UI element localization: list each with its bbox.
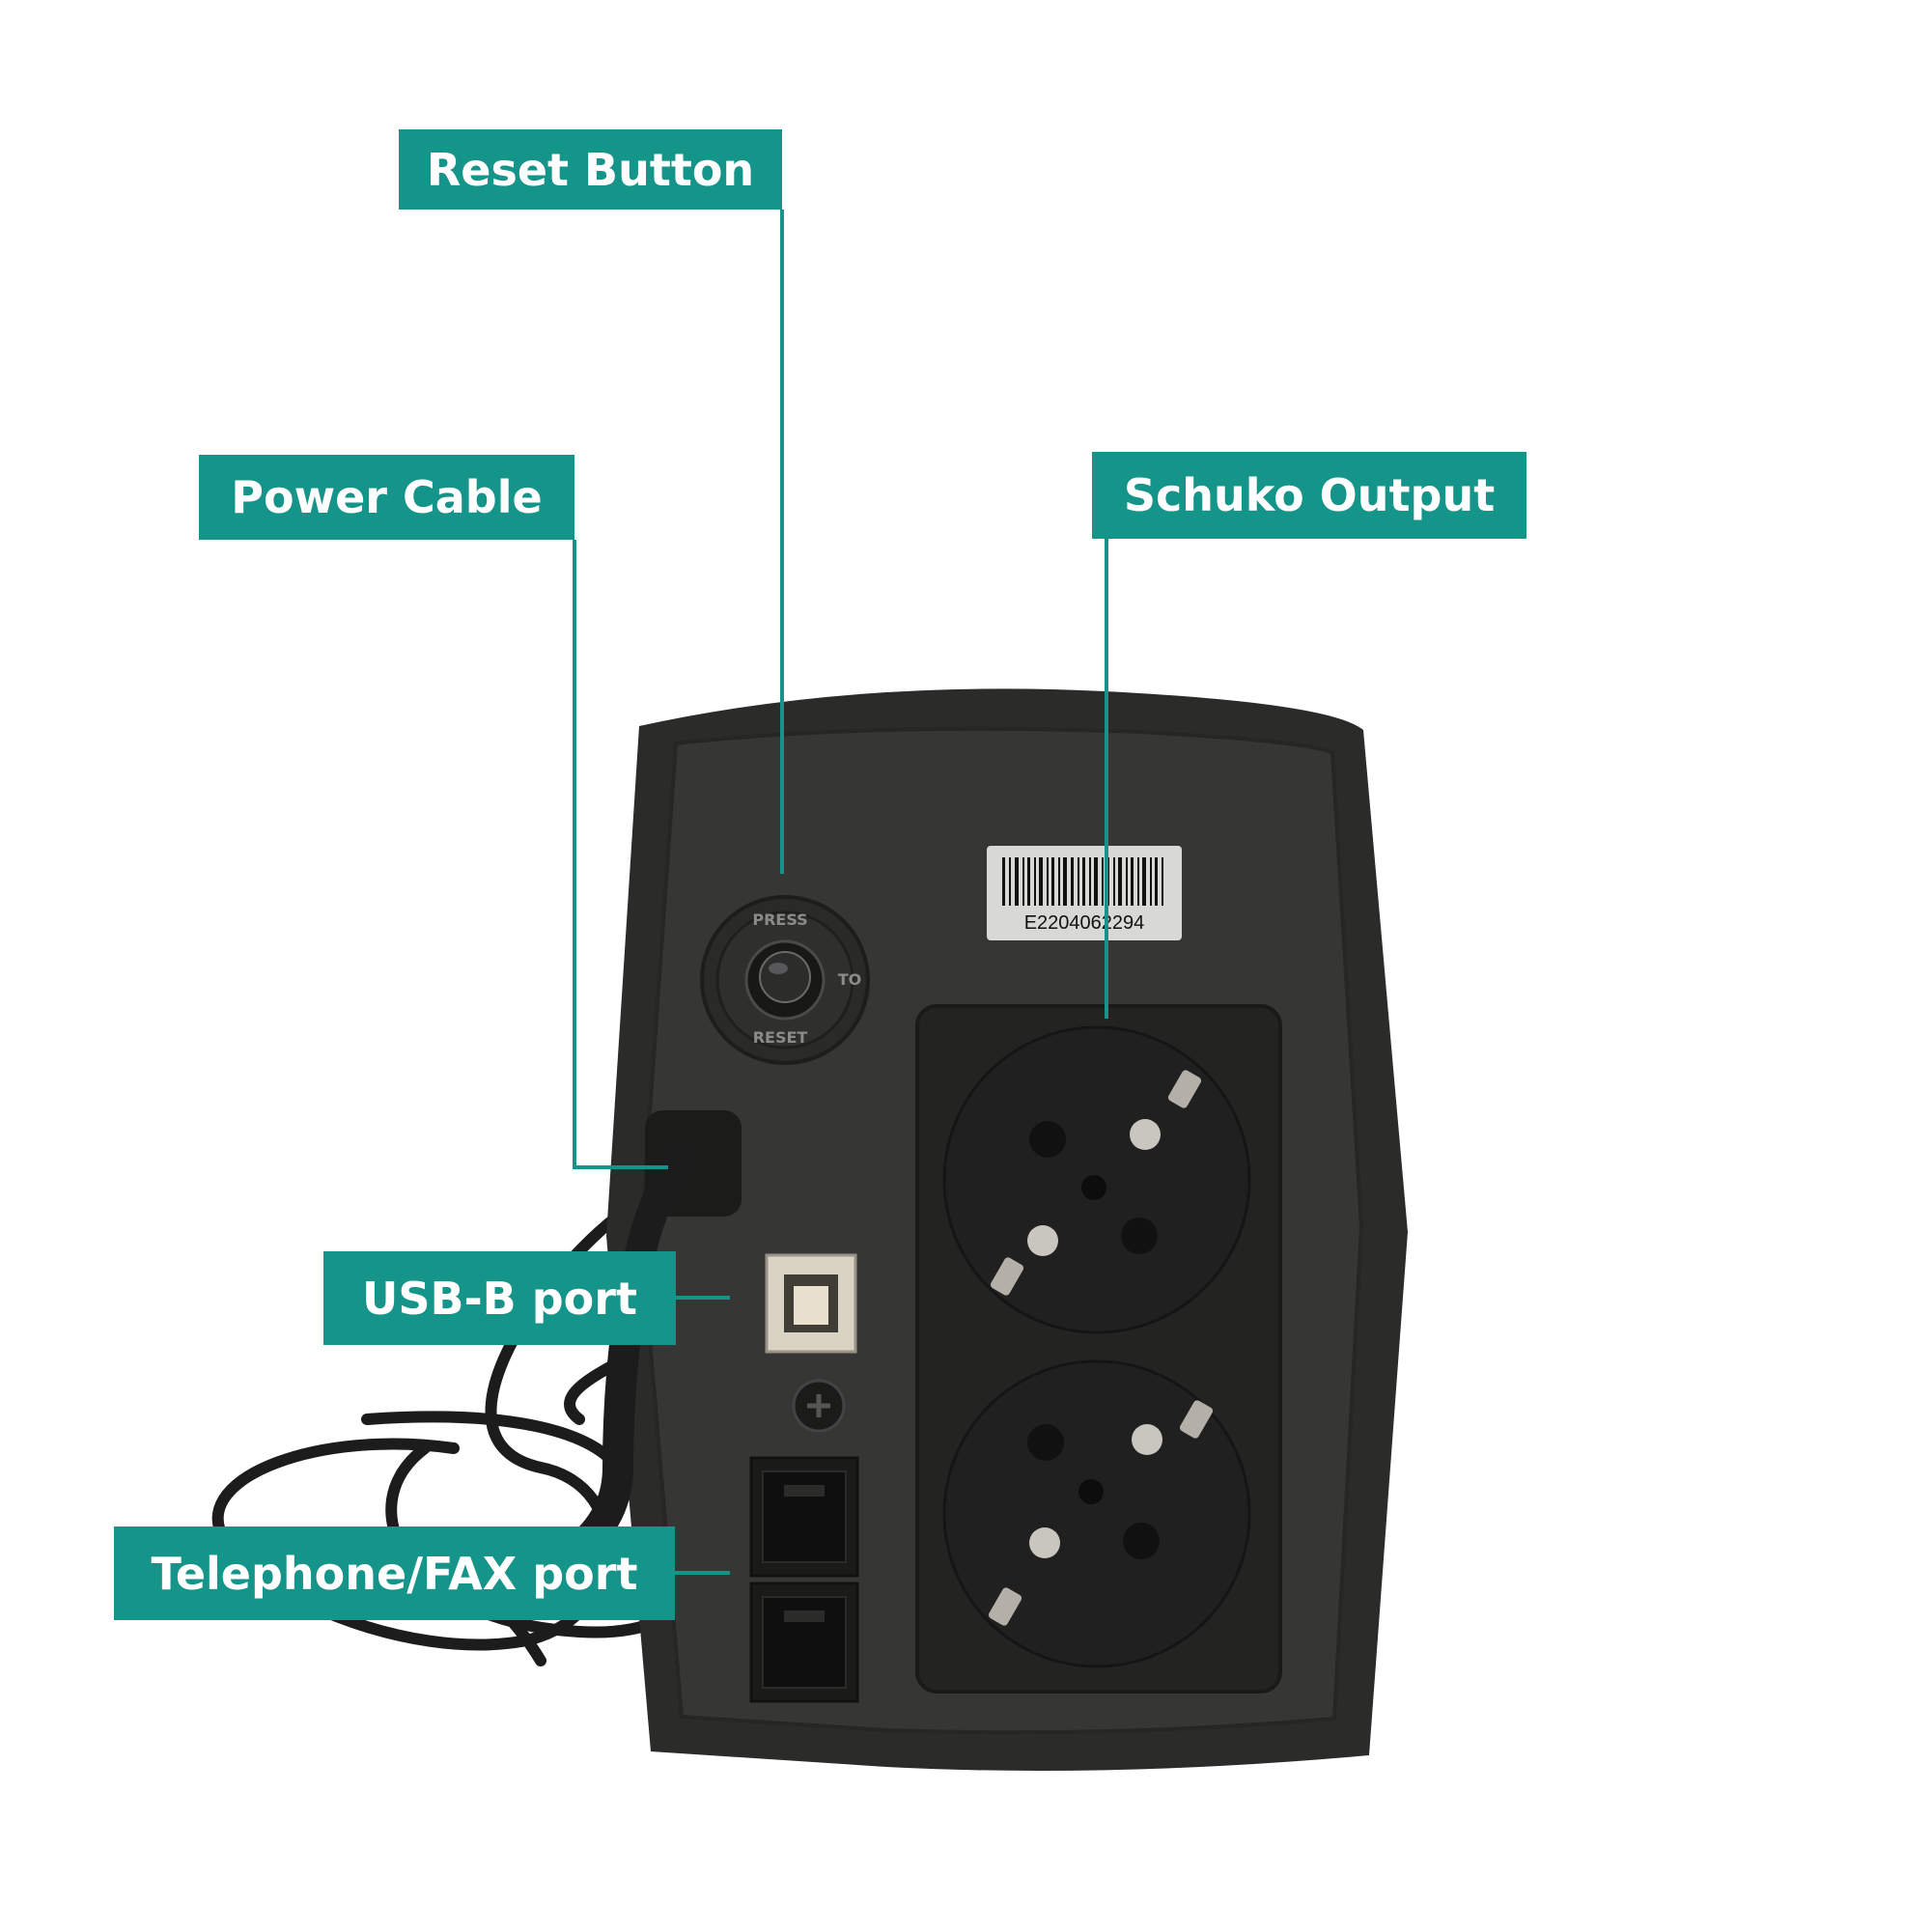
reset-knob-to-text: TO: [838, 970, 862, 989]
barcode-label: E2204062294: [987, 846, 1182, 940]
telephone-fax-port-label: Telephone/FAX port: [114, 1526, 675, 1620]
rj-port-lower: [749, 1582, 859, 1703]
power-cable-label: Power Cable: [199, 455, 574, 540]
usb-b-port-graphic: [765, 1253, 857, 1354]
reset-knob-press-text: PRESS: [752, 910, 807, 929]
power-cable-graphic: [554, 1110, 742, 1570]
leader-power: [573, 540, 668, 1169]
barcode-number: E2204062294: [1024, 912, 1145, 934]
schuko-socket-upper: [942, 1025, 1251, 1334]
usb-b-port-label: USB-B port: [323, 1251, 676, 1345]
schuko-output-label: Schuko Output: [1092, 452, 1526, 539]
fuse-holder: [792, 1379, 846, 1433]
reset-button-assembly: PRESS TO RESET: [700, 895, 870, 1065]
schuko-socket-panel: [915, 1004, 1282, 1694]
rj-port-upper: [749, 1456, 859, 1578]
leader-lines: [573, 210, 1108, 1575]
reset-knob-reset-text: RESET: [753, 1028, 808, 1047]
schuko-socket-lower: [942, 1359, 1251, 1668]
barcode-bars: [1002, 857, 1163, 906]
reset-button-label: Reset Button: [399, 129, 782, 210]
